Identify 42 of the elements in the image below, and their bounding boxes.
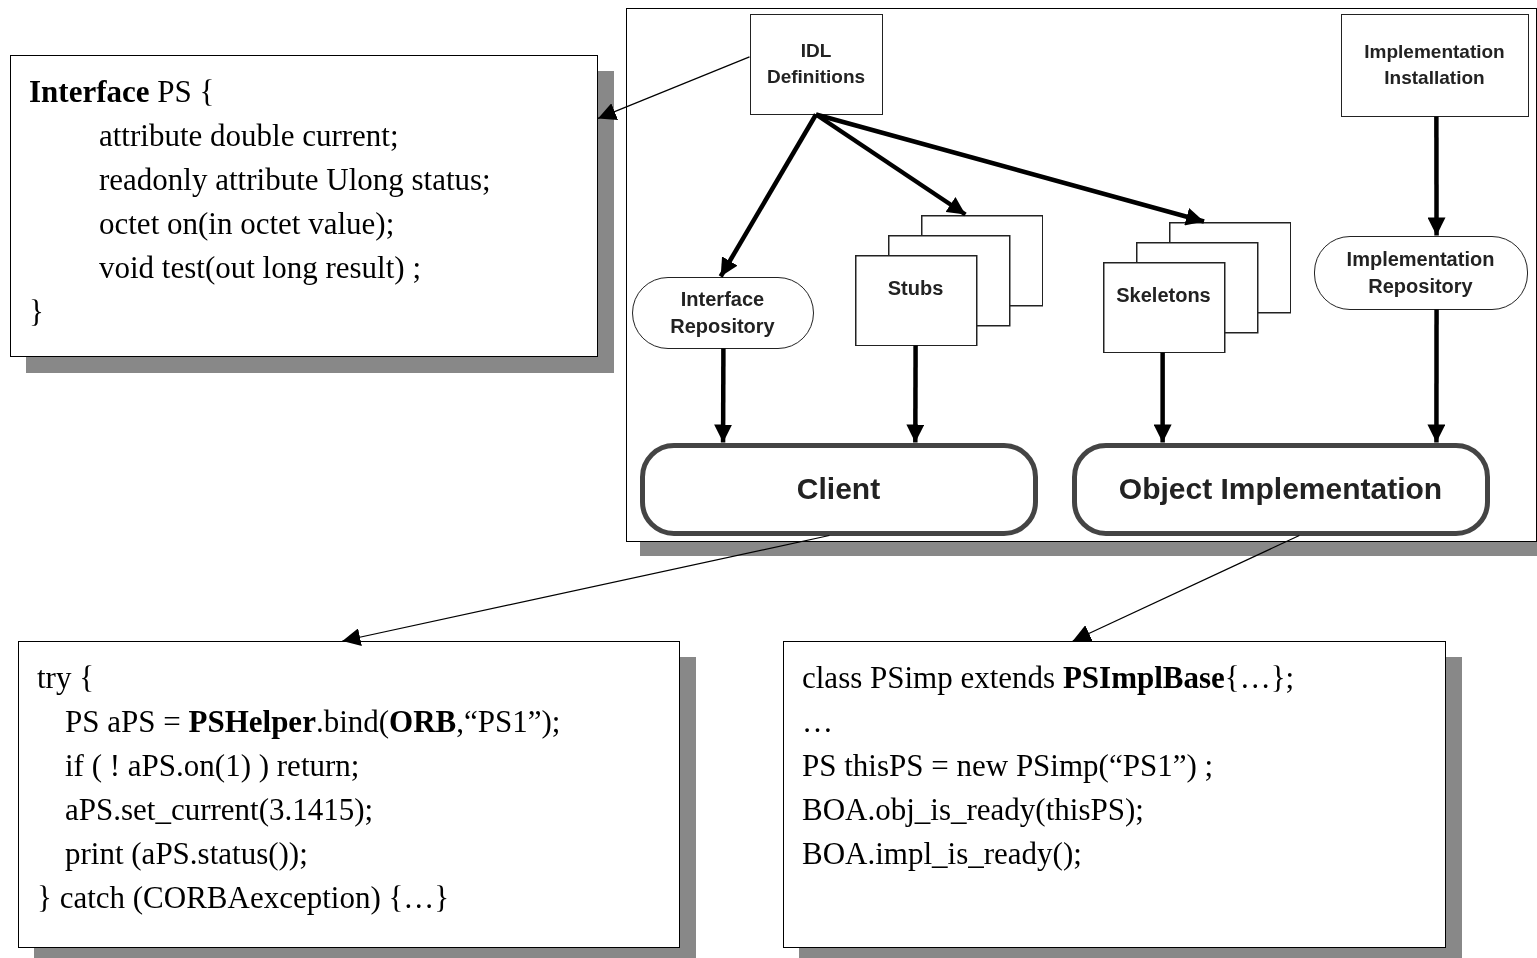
node-label: Stubs: [886, 275, 945, 301]
code-line: }: [29, 293, 45, 331]
arrow: [906, 345, 925, 443]
code-line: print (aPS.status());: [64, 835, 309, 873]
node-label: IDL Definitions: [765, 39, 867, 89]
arrow: [714, 348, 733, 443]
arrow: [814, 112, 967, 217]
stacked-documents: [1102, 221, 1291, 353]
arrow: [718, 113, 818, 278]
arrow: [1427, 116, 1446, 236]
code-line: readonly attribute Ulong status;: [98, 161, 492, 199]
code-line: BOA.obj_is_ready(thisPS);: [802, 791, 1145, 829]
code-line: BOA.impl_is_ready();: [802, 835, 1083, 873]
node-label: Implementation Installation: [1363, 40, 1506, 90]
code-line: attribute double current;: [98, 117, 400, 155]
code-line: PS thisPS = new PSimp(“PS1”) ;: [802, 747, 1215, 785]
stacked-documents: [854, 214, 1043, 346]
arrow: [597, 56, 751, 120]
node-label: Skeletons: [1115, 282, 1212, 308]
code-line: void test(out long result) ;: [98, 249, 423, 287]
node-label: Client: [796, 470, 881, 507]
arrow: [1072, 534, 1300, 642]
code-line: try {: [37, 659, 96, 697]
node-label: Interface Repository: [669, 286, 776, 339]
component-box: [1071, 442, 1490, 536]
code-line: …: [802, 703, 834, 741]
arrow: [815, 112, 1205, 226]
node-label: Object Implementation: [1118, 470, 1443, 507]
code-line: class PSimp extends PSImplBase{…};: [802, 659, 1296, 697]
code-line: aPS.set_current(3.1415);: [64, 791, 375, 829]
code-line: if ( ! aPS.on(1) ) return;: [64, 747, 361, 785]
process-box: [1340, 13, 1529, 117]
code-line: Interface PS {: [29, 73, 216, 111]
arrow: [1427, 309, 1446, 443]
code-line: octet on(in octet value);: [98, 205, 396, 243]
arrow: [341, 534, 830, 646]
code-line: PS aPS = PSHelper.bind(ORB,“PS1”);: [64, 703, 562, 741]
process-box: [749, 13, 883, 115]
code-line: } catch (CORBAexception) {…}: [37, 879, 451, 917]
component-box: [639, 442, 1038, 536]
arrow: [1153, 352, 1172, 443]
node-label: Implementation Repository: [1345, 246, 1496, 299]
